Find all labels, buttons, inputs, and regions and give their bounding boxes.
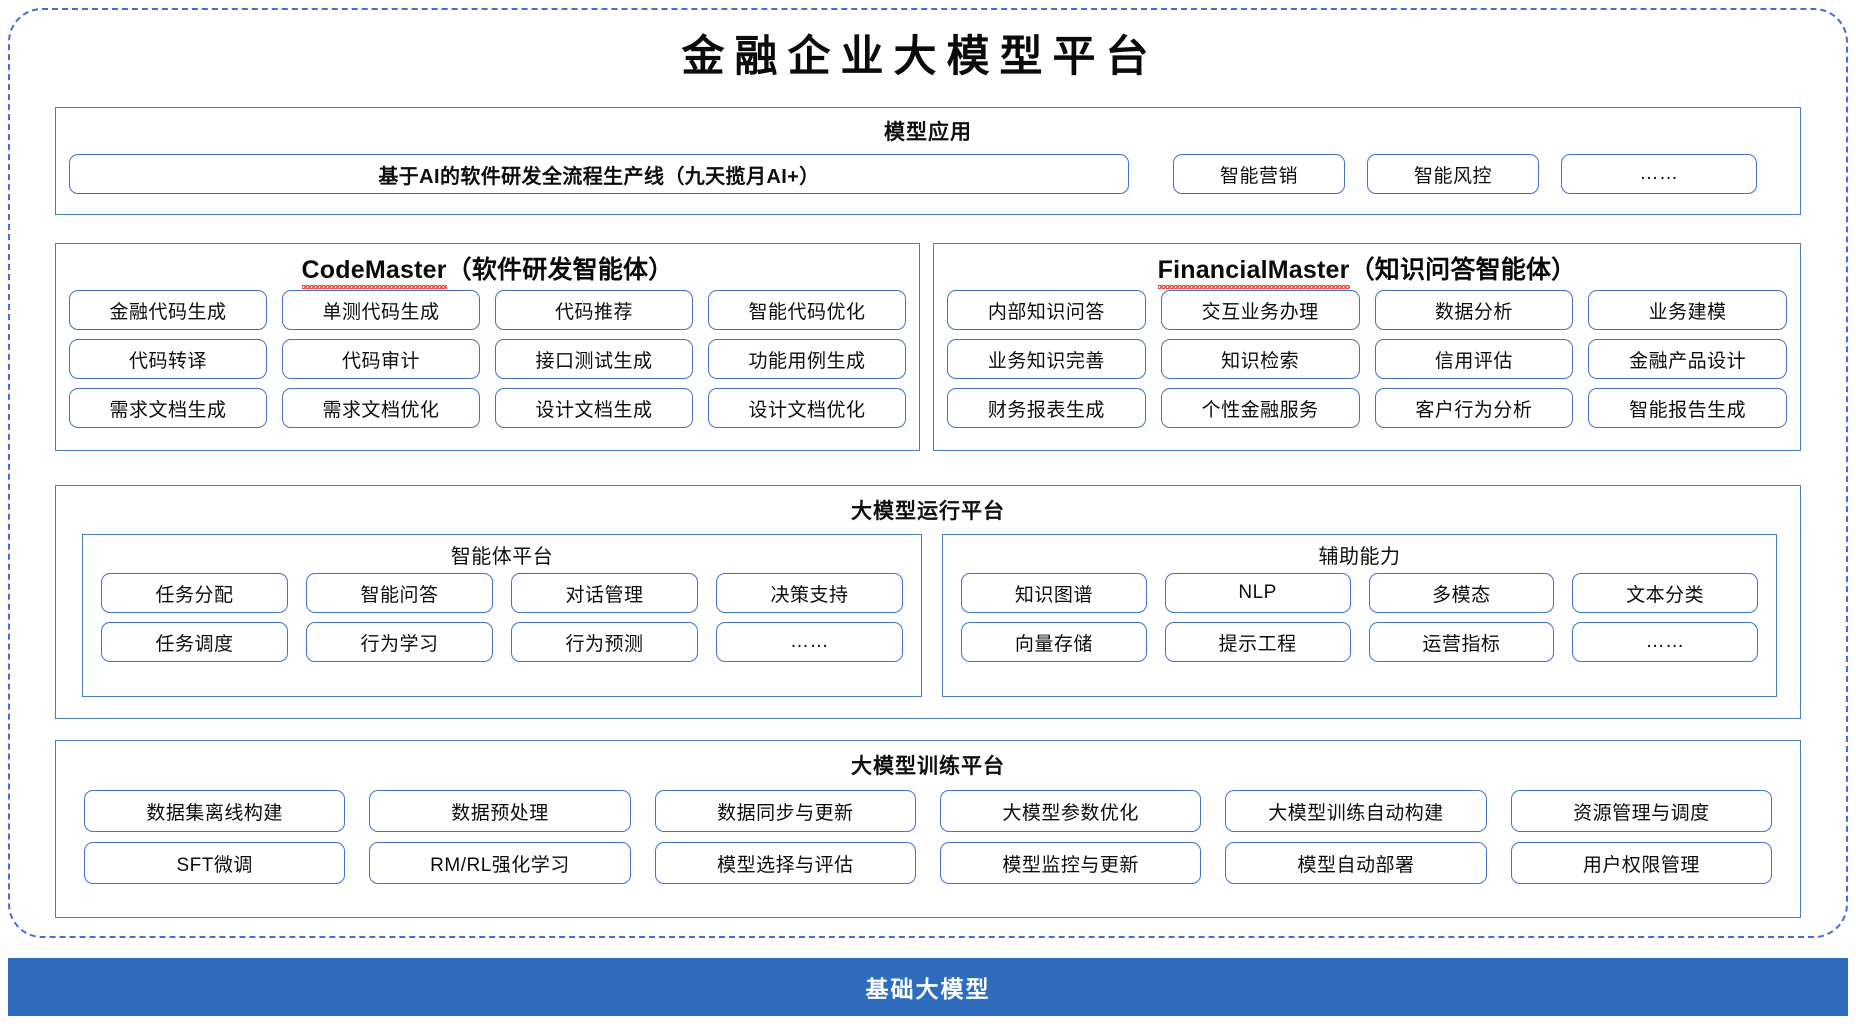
training-pill[interactable]: 大模型参数优化 (940, 790, 1202, 832)
financialmaster-pill[interactable]: 客户行为分析 (1374, 388, 1574, 428)
financialmaster-pill[interactable]: 个性金融服务 (1160, 388, 1360, 428)
agent-name-en-financialmaster: FinancialMaster (1157, 256, 1350, 289)
codemaster-pill[interactable]: 智能代码优化 (708, 290, 906, 330)
agent-title-codemaster: CodeMaster（软件研发智能体） (56, 250, 919, 289)
codemaster-pill[interactable]: 代码转译 (69, 339, 267, 379)
auxiliary-capability-grid: 知识图谱 NLP 多模态 文本分类 向量存储 提示工程 运营指标 …… (961, 573, 1758, 662)
section-codemaster: CodeMaster（软件研发智能体） 金融代码生成 单测代码生成 代码推荐 智… (55, 243, 920, 451)
training-pill[interactable]: 用户权限管理 (1510, 842, 1772, 884)
section-title-model-application: 模型应用 (884, 121, 972, 144)
agent-name-en-codemaster: CodeMaster (301, 256, 447, 289)
agent-platform-pill[interactable]: 任务分配 (101, 573, 288, 613)
codemaster-pill[interactable]: 功能用例生成 (708, 339, 906, 379)
agent-title-financialmaster: FinancialMaster（知识问答智能体） (934, 250, 1800, 289)
auxiliary-pill[interactable]: 提示工程 (1164, 622, 1351, 662)
codemaster-pill[interactable]: 代码推荐 (495, 290, 693, 330)
financialmaster-pill[interactable]: 数据分析 (1374, 290, 1574, 330)
agent-platform-pill[interactable]: 行为学习 (306, 622, 493, 662)
subsection-title-agent-platform: 智能体平台 (450, 546, 554, 568)
agent-platform-pill[interactable]: 行为预测 (511, 622, 698, 662)
auxiliary-pill[interactable]: 文本分类 (1572, 573, 1758, 613)
auxiliary-pill[interactable]: NLP (1164, 573, 1351, 613)
model-application-item-row: 基于AI的软件研发全流程生产线（九天揽月AI+） 智能营销 智能风控 …… (69, 154, 1789, 200)
section-financialmaster: FinancialMaster（知识问答智能体） 内部知识问答 交互业务办理 数… (933, 243, 1801, 451)
agent-platform-pill[interactable]: 智能问答 (306, 573, 493, 613)
agent-platform-pill[interactable]: 对话管理 (511, 573, 698, 613)
app-pill-ellipsis[interactable]: …… (1561, 154, 1757, 194)
agent-platform-grid: 任务分配 智能问答 对话管理 决策支持 任务调度 行为学习 行为预测 …… (101, 573, 903, 662)
agent-platform-pill[interactable]: 任务调度 (101, 622, 288, 662)
financialmaster-pill[interactable]: 交互业务办理 (1160, 290, 1360, 330)
training-pill[interactable]: RM/RL强化学习 (369, 842, 631, 884)
codemaster-pill[interactable]: 代码审计 (282, 339, 480, 379)
app-pill-smart-marketing[interactable]: 智能营销 (1173, 154, 1345, 194)
section-training-platform: 大模型训练平台 数据集离线构建 数据预处理 数据同步与更新 大模型参数优化 大模… (55, 740, 1801, 918)
section-model-application: 模型应用 基于AI的软件研发全流程生产线（九天揽月AI+） 智能营销 智能风控 … (55, 107, 1801, 215)
training-pill[interactable]: 模型选择与评估 (654, 842, 916, 884)
section-title-training-platform: 大模型训练平台 (851, 755, 1005, 778)
subsection-auxiliary-capability: 辅助能力 知识图谱 NLP 多模态 文本分类 向量存储 提示工程 运营指标 …… (942, 534, 1777, 697)
codemaster-pill[interactable]: 需求文档优化 (282, 388, 480, 428)
section-runtime-platform: 大模型运行平台 智能体平台 任务分配 智能问答 对话管理 决策支持 任务调度 行… (55, 485, 1801, 719)
financialmaster-pill[interactable]: 智能报告生成 (1588, 388, 1787, 428)
training-pill[interactable]: 数据同步与更新 (654, 790, 916, 832)
app-hero-pill[interactable]: 基于AI的软件研发全流程生产线（九天揽月AI+） (69, 154, 1129, 194)
section-title-runtime-platform: 大模型运行平台 (851, 500, 1005, 523)
training-pill[interactable]: 资源管理与调度 (1510, 790, 1772, 832)
auxiliary-pill[interactable]: 知识图谱 (961, 573, 1147, 613)
codemaster-pill[interactable]: 金融代码生成 (69, 290, 267, 330)
training-pill[interactable]: 数据集离线构建 (84, 790, 346, 832)
training-pill[interactable]: SFT微调 (84, 842, 346, 884)
subsection-agent-platform: 智能体平台 任务分配 智能问答 对话管理 决策支持 任务调度 行为学习 行为预测… (82, 534, 922, 697)
auxiliary-pill[interactable]: 向量存储 (961, 622, 1147, 662)
auxiliary-pill[interactable]: 多模态 (1368, 573, 1555, 613)
financialmaster-pill[interactable]: 业务建模 (1588, 290, 1787, 330)
page-title: 金融企业大模型平台 (681, 32, 1159, 82)
agent-name-cn-codemaster: （软件研发智能体） (446, 256, 674, 284)
codemaster-capability-grid: 金融代码生成 单测代码生成 代码推荐 智能代码优化 代码转译 代码审计 接口测试… (69, 290, 906, 428)
agent-name-cn-financialmaster: （知识问答智能体） (1349, 256, 1577, 284)
codemaster-pill[interactable]: 设计文档生成 (495, 388, 693, 428)
financialmaster-pill[interactable]: 财务报表生成 (947, 388, 1146, 428)
financialmaster-pill[interactable]: 金融产品设计 (1588, 339, 1787, 379)
app-pill-smart-risk-control[interactable]: 智能风控 (1367, 154, 1539, 194)
codemaster-pill[interactable]: 设计文档优化 (708, 388, 906, 428)
training-pill[interactable]: 模型自动部署 (1225, 842, 1487, 884)
financialmaster-pill[interactable]: 内部知识问答 (947, 290, 1146, 330)
training-pill[interactable]: 数据预处理 (369, 790, 631, 832)
financialmaster-capability-grid: 内部知识问答 交互业务办理 数据分析 业务建模 业务知识完善 知识检索 信用评估… (947, 290, 1787, 428)
training-pill[interactable]: 模型监控与更新 (940, 842, 1202, 884)
codemaster-pill[interactable]: 接口测试生成 (495, 339, 693, 379)
financialmaster-pill[interactable]: 知识检索 (1160, 339, 1360, 379)
agent-platform-pill[interactable]: 决策支持 (716, 573, 903, 613)
foundation-model-bar: 基础大模型 (8, 958, 1848, 1016)
auxiliary-pill[interactable]: 运营指标 (1368, 622, 1555, 662)
codemaster-pill[interactable]: 单测代码生成 (282, 290, 480, 330)
financialmaster-pill[interactable]: 信用评估 (1374, 339, 1574, 379)
training-platform-grid: 数据集离线构建 数据预处理 数据同步与更新 大模型参数优化 大模型训练自动构建 … (84, 790, 1772, 884)
subsection-title-auxiliary-capability: 辅助能力 (1318, 546, 1401, 568)
training-pill[interactable]: 大模型训练自动构建 (1225, 790, 1487, 832)
financialmaster-pill[interactable]: 业务知识完善 (947, 339, 1146, 379)
codemaster-pill[interactable]: 需求文档生成 (69, 388, 267, 428)
auxiliary-pill-ellipsis[interactable]: …… (1572, 622, 1758, 662)
agent-platform-pill-ellipsis[interactable]: …… (716, 622, 903, 662)
